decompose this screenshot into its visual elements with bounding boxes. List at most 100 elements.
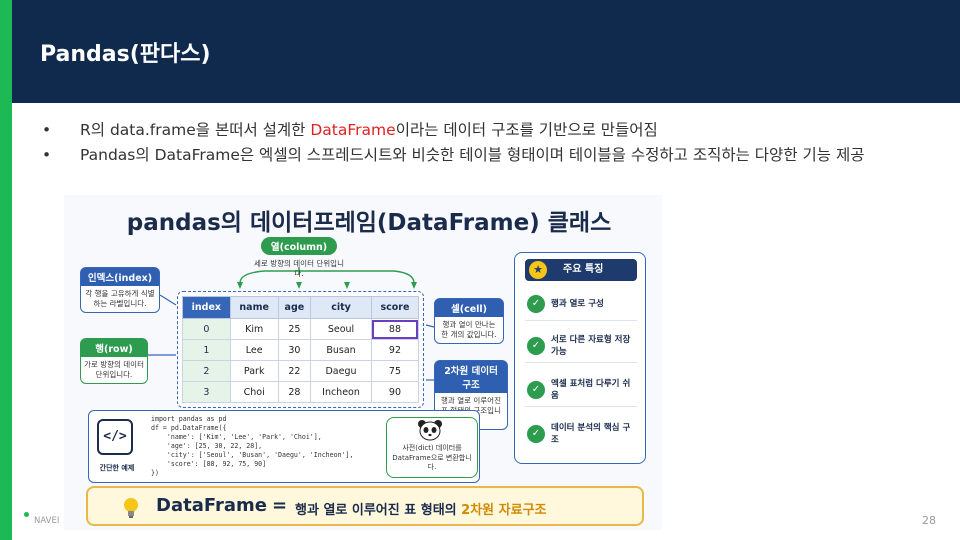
table-cell: Lee xyxy=(229,339,279,361)
twod-callout-title: 2차원 데이터 구조 xyxy=(435,361,507,393)
feature-item: ✓ 데이터 분석의 핵심 구조 xyxy=(525,419,637,451)
arrow-head xyxy=(296,282,302,289)
dataframe-highlight: DataFrame xyxy=(310,121,396,139)
code-icon: </> xyxy=(97,419,133,455)
feature-item: ✓ 엑셀 표처럼 다루기 쉬움 xyxy=(525,375,637,407)
table-cell: 30 xyxy=(277,339,312,361)
banner-equals: = xyxy=(272,495,288,516)
arrow-head xyxy=(411,282,417,289)
bullet-text: 이라는 데이터 구조를 기반으로 만들어짐 xyxy=(395,121,658,139)
feature-panel: 주요 특징 ★ ✓ 행과 열로 구성 ✓ 서로 다른 자료형 저장 가능 ✓ 엑… xyxy=(514,252,646,464)
column-bracket xyxy=(239,270,415,284)
cell-callout-desc: 행과 열이 만나는 한 개의 값입니다. xyxy=(441,320,497,339)
table-cell: Park xyxy=(229,360,279,382)
left-accent-stripe xyxy=(0,0,12,540)
column-callout-title: 열(column) xyxy=(260,237,338,255)
code-line: 'age': [25, 30, 22, 28], xyxy=(151,442,263,450)
table-row: 1 Lee 30 Busan 92 xyxy=(182,339,420,361)
code-line: 'city': ['Seoul', 'Busan', 'Daegu', 'Inc… xyxy=(151,451,354,459)
bullet-item: Pandas의 DataFrame은 엑셀의 스프레드시트와 비슷한 테이블 형… xyxy=(40,145,920,165)
dataframe-illustration: pandas의 데이터프레임(DataFrame) 클래스 열(column) … xyxy=(64,195,662,530)
table-cell: 28 xyxy=(277,381,312,403)
cell-callout-title: 셀(cell) xyxy=(435,299,503,317)
table-cell: Daegu xyxy=(310,360,372,382)
footer-text: NAVEI xyxy=(34,516,60,526)
index-cell: 2 xyxy=(182,360,231,382)
check-icon: ✓ xyxy=(527,381,545,399)
header-cell: city xyxy=(310,296,372,319)
feature-item: ✓ 행과 열로 구성 xyxy=(525,289,637,321)
highlighted-cell: 88 xyxy=(370,318,420,340)
banner-highlight: 2차원 자료구조 xyxy=(461,503,547,518)
bullet-list: R의 data.frame을 본떠서 설계한 DataFrame이라는 데이터 … xyxy=(40,120,920,170)
code-example-label: 간단한 예제 xyxy=(99,464,135,472)
summary-banner: DataFrame = 행과 열로 이루어진 표 형태의 2차원 자료구조 xyxy=(86,486,644,526)
footer-dot xyxy=(24,512,29,517)
illustration-title: pandas의 데이터프레임(DataFrame) 클래스 xyxy=(126,210,612,236)
arrow-head xyxy=(237,282,243,289)
feature-item: ✓ 서로 다른 자료형 저장 가능 xyxy=(525,331,637,363)
check-icon: ✓ xyxy=(527,337,545,355)
code-line: 'score': [88, 92, 75, 90] xyxy=(151,460,267,468)
feature-text: 엑셀 표처럼 다루기 쉬움 xyxy=(551,379,631,401)
index-cell: 0 xyxy=(182,318,231,340)
page-number: 28 xyxy=(922,514,936,527)
row-callout: 행(row) 가로 방향의 데이터 단위입니다. xyxy=(80,338,148,384)
index-callout-desc: 각 행을 고유하게 식별하는 라벨입니다. xyxy=(85,289,155,308)
feature-text: 데이터 분석의 핵심 구조 xyxy=(551,423,631,445)
check-icon: ✓ xyxy=(527,295,545,313)
code-line: df = pd.DataFrame({ xyxy=(151,424,227,432)
row-callout-title: 행(row) xyxy=(81,339,147,357)
table-cell: 90 xyxy=(370,381,420,403)
cell-connector xyxy=(425,324,435,328)
index-callout-title: 인덱스(index) xyxy=(81,268,159,286)
index-cell: 1 xyxy=(182,339,231,361)
code-line: }) xyxy=(151,469,159,477)
table-row: 0 Kim 25 Seoul 88 xyxy=(182,318,420,340)
slide-title: Pandas(판다스) xyxy=(40,42,211,67)
banner-definition: 행과 열로 이루어진 표 형태의 2차원 자료구조 xyxy=(295,499,547,518)
bullet-item: R의 data.frame을 본떠서 설계한 DataFrame이라는 데이터 … xyxy=(40,120,920,140)
code-snippet: import pandas as pd df = pd.DataFrame({ … xyxy=(151,415,353,478)
index-callout: 인덱스(index) 각 행을 고유하게 식별하는 라벨입니다. xyxy=(80,267,160,313)
table-cell: Incheon xyxy=(310,381,372,403)
table-cell: 25 xyxy=(277,318,312,340)
header-cell: score xyxy=(370,296,420,319)
index-connector xyxy=(159,294,177,306)
star-icon: ★ xyxy=(529,261,547,279)
index-cell: 3 xyxy=(182,381,231,403)
table-cell: Busan xyxy=(310,339,372,361)
arrow-head xyxy=(344,282,350,289)
banner-definition-text: 행과 열로 이루어진 표 형태의 xyxy=(295,503,462,518)
code-line: 'name': ['Kim', 'Lee', 'Park', 'Choi'], xyxy=(151,433,322,441)
row-callout-desc: 가로 방향의 데이터 단위입니다. xyxy=(84,360,144,379)
header-cell: index xyxy=(182,296,231,319)
header-cell: age xyxy=(277,296,312,319)
panda-icon xyxy=(418,420,442,441)
table-cell: Choi xyxy=(229,381,279,403)
table-row: 2 Park 22 Daegu 75 xyxy=(182,360,420,382)
slide-header: Pandas(판다스) xyxy=(12,0,960,103)
feature-text: 서로 다른 자료형 저장 가능 xyxy=(551,335,631,357)
check-icon: ✓ xyxy=(527,425,545,443)
column-callout: 열(column) 세로 방향의 데이터 단위입니다. xyxy=(254,235,344,279)
feature-panel-title: 주요 특징 xyxy=(525,259,637,281)
table-cell: Seoul xyxy=(310,318,372,340)
banner-dataframe: DataFrame xyxy=(156,495,267,516)
table-cell: 22 xyxy=(277,360,312,382)
table-cell: Kim xyxy=(229,318,279,340)
table-cell: 92 xyxy=(370,339,420,361)
connector-arrows xyxy=(148,267,435,381)
feature-text: 행과 열로 구성 xyxy=(551,299,604,309)
bullet-text: R의 data.frame을 본떠서 설계한 xyxy=(80,121,311,139)
cell-callout: 셀(cell) 행과 열이 만나는 한 개의 값입니다. xyxy=(434,298,504,344)
dataframe-table-frame: index name age city score 0 Kim 25 Seoul… xyxy=(177,291,424,408)
table-cell: 75 xyxy=(370,360,420,382)
table-row: 3 Choi 28 Incheon 90 xyxy=(182,381,420,403)
header-cell: name xyxy=(229,296,279,319)
dataframe-table: index name age city score 0 Kim 25 Seoul… xyxy=(182,296,420,403)
code-line: import pandas as pd xyxy=(151,415,227,423)
column-callout-desc: 세로 방향의 데이터 단위입니다. xyxy=(254,259,344,278)
table-header-row: index name age city score xyxy=(182,296,420,319)
lightbulb-icon xyxy=(124,498,138,518)
